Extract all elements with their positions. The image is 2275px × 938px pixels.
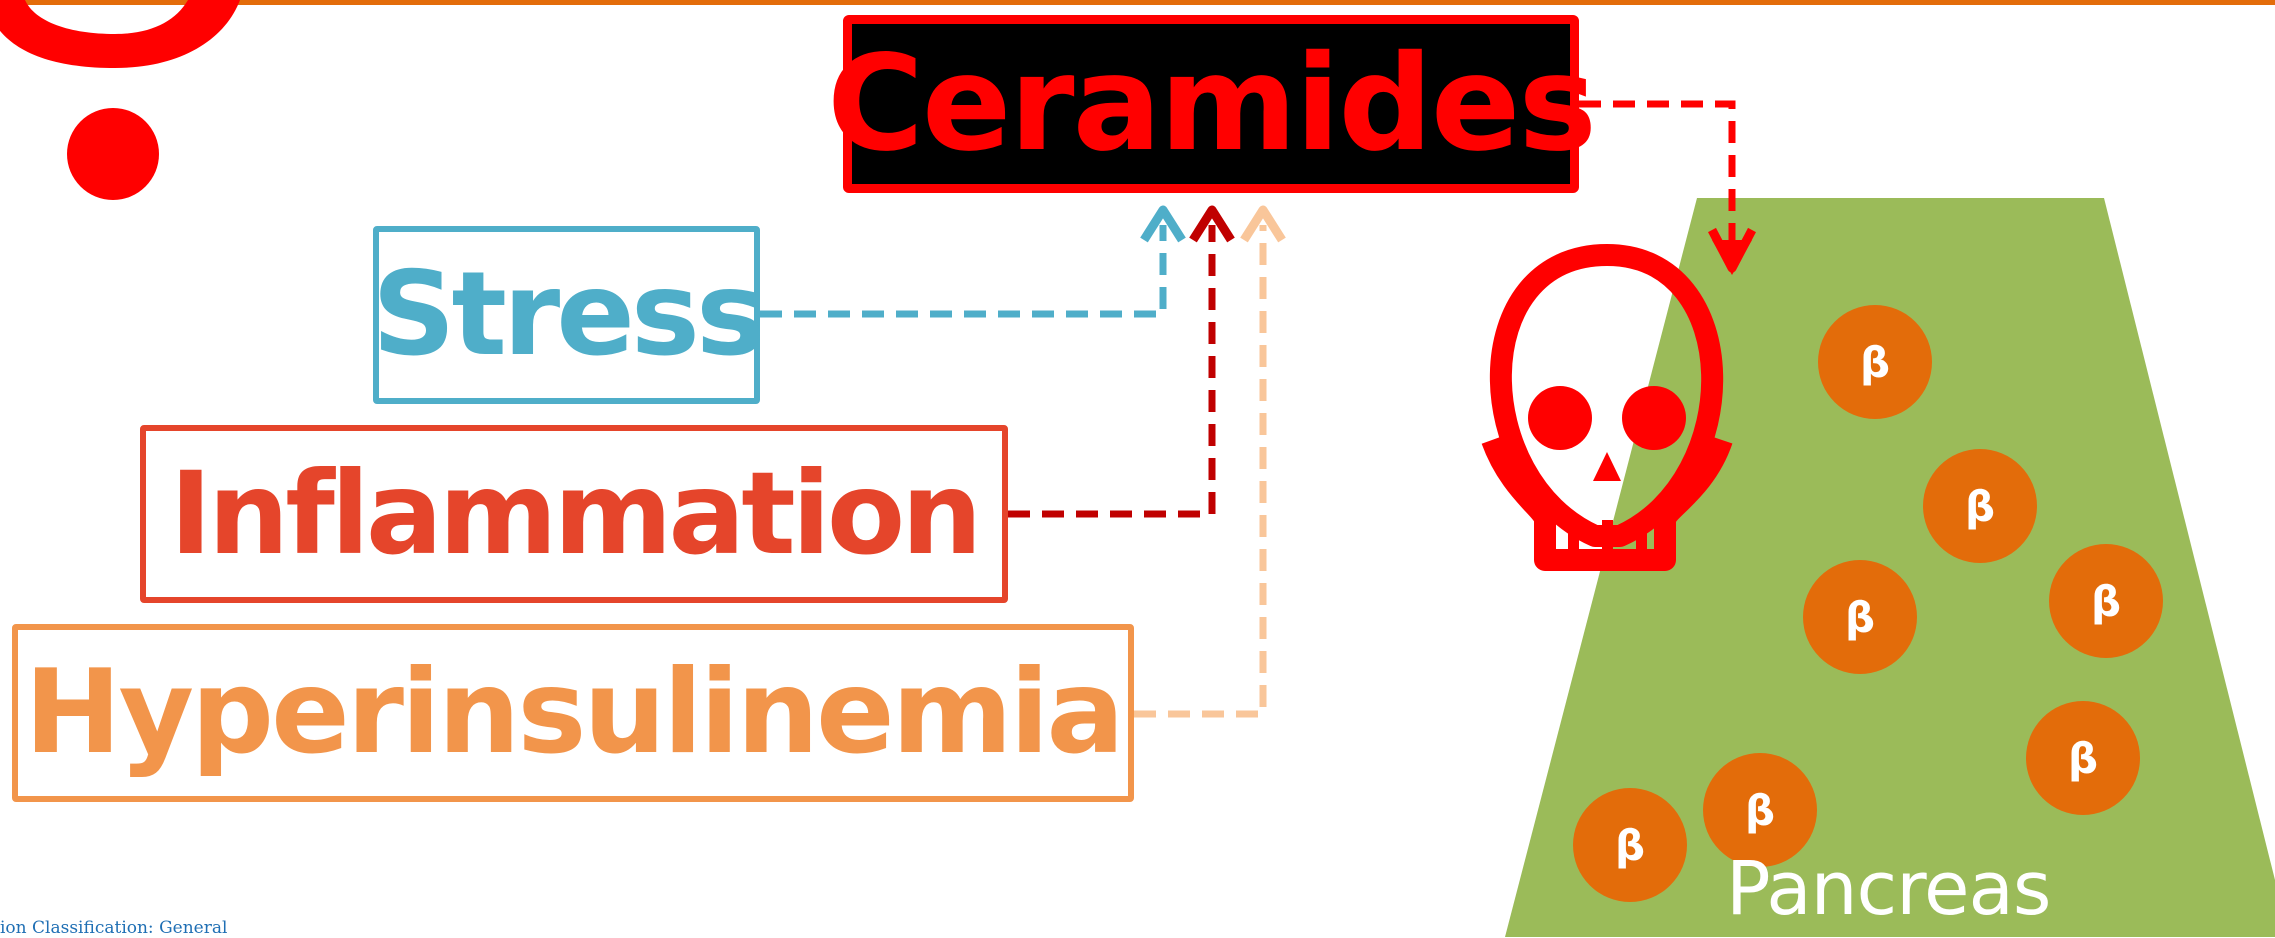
stress-node: Stress — [372, 226, 765, 404]
svg-text:β: β — [1965, 482, 1995, 531]
svg-text:β: β — [2091, 577, 2121, 626]
beta-cell: β — [1923, 449, 2037, 563]
pancreas-label: Pancreas — [1726, 846, 2051, 932]
top-rule — [0, 0, 2275, 5]
ceramides-to-pancreas-arrow — [1579, 100, 1756, 275]
svg-text:β: β — [2068, 734, 2098, 783]
skull-icon — [1481, 244, 1733, 571]
stress-label: Stress — [372, 247, 765, 382]
classification-footer: ion Classification: General — [0, 918, 228, 938]
beta-cell: β — [1818, 305, 1932, 419]
ceramides-node: Ceramides — [827, 15, 1597, 193]
inflammation-node: Inflammation — [140, 425, 1008, 603]
svg-text:β: β — [1615, 821, 1645, 870]
hyperinsulinemia-label: Hyperinsulinemia — [24, 645, 1124, 780]
ceramides-label: Ceramides — [827, 27, 1597, 181]
beta-cells: β β β β β β β — [1573, 305, 2163, 902]
beta-cell: β — [2049, 544, 2163, 658]
svg-text:β: β — [1860, 338, 1890, 387]
hyperinsulinemia-arrow — [1134, 205, 1286, 718]
svg-text:β: β — [1845, 593, 1875, 642]
beta-cell: β — [1573, 788, 1687, 902]
inflammation-arrow — [1008, 205, 1235, 518]
inflammation-label: Inflammation — [169, 447, 983, 580]
stress-arrow — [760, 205, 1186, 318]
svg-text:β: β — [1745, 786, 1775, 835]
beta-cell: β — [2026, 701, 2140, 815]
question-mark-icon — [0, 0, 240, 200]
beta-cell: β — [1803, 560, 1917, 674]
beta-cell: β — [1703, 753, 1817, 867]
hyperinsulinemia-node: Hyperinsulinemia — [12, 624, 1134, 802]
